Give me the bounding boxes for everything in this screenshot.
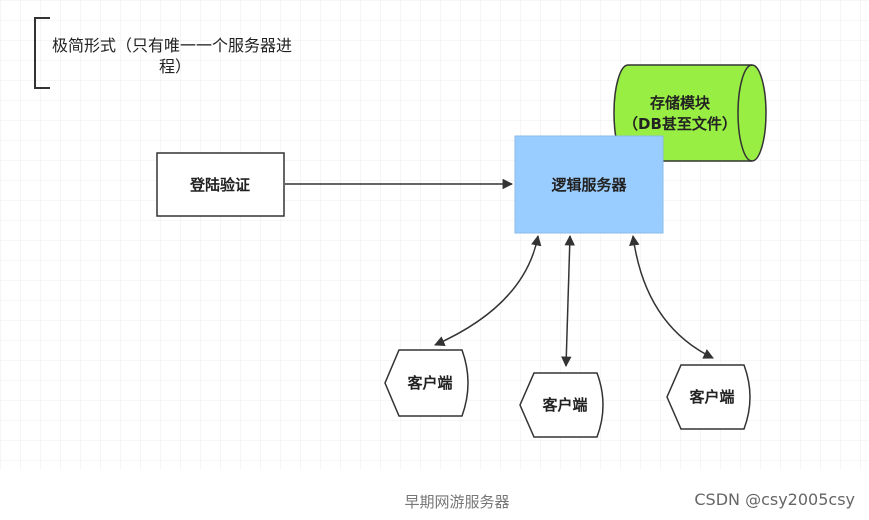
annotation: 极简形式（只有唯一一个服务器进 程） [34,17,292,89]
figure-caption: 早期网游服务器 [404,493,509,511]
watermark: CSDN @csy2005csy [694,490,855,509]
client-shape-2 [519,372,604,438]
client-node-1: 客户端 [384,349,469,417]
client-shape-1 [384,349,469,417]
annotation-line-2: 程） [159,57,191,76]
login-label: 登陆验证 [189,176,250,194]
storage-label-line-1: 存储模块 [650,94,711,112]
connector-server-client-2 [561,234,575,368]
logic-server-label: 逻辑服务器 [551,176,627,194]
client-shape-3 [666,364,751,430]
storage-label-line-2: （DB甚至文件） [623,115,737,133]
login-box [156,152,285,217]
login-node: 登陆验证 [156,152,285,217]
annotation-bracket [34,17,50,89]
connector-server-client-3 [629,234,714,359]
logic-server-box [514,135,664,234]
logic-server-node: 逻辑服务器 [514,135,664,234]
client-node-2: 客户端 [519,372,604,438]
storage-cylinder-cap [737,64,753,162]
footer-background [0,470,869,520]
client-label-1: 客户端 [406,374,452,392]
client-label-2: 客户端 [541,396,587,414]
connector-server-client-1 [434,234,542,346]
annotation-line-1: 极简形式（只有唯一一个服务器进 [52,36,292,55]
client-label-3: 客户端 [688,388,734,406]
client-node-3: 客户端 [666,364,751,430]
